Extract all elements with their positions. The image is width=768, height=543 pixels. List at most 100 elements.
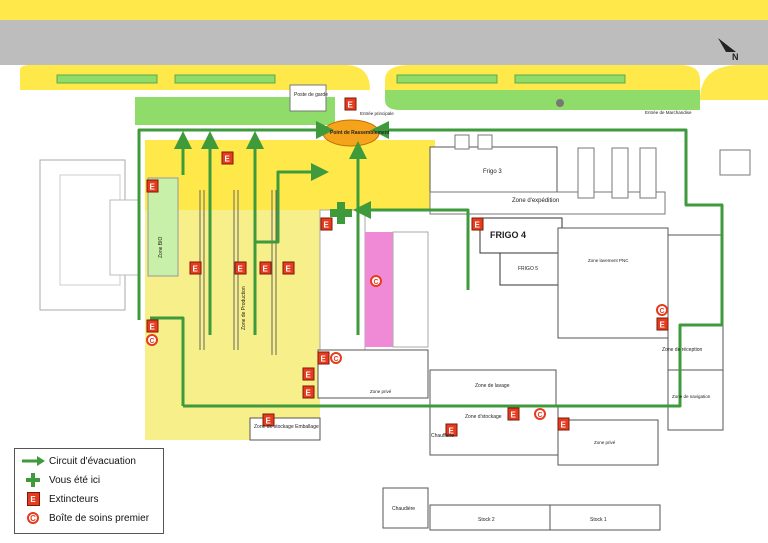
svg-text:E: E — [193, 265, 199, 274]
extinguisher-icon: E — [507, 407, 520, 421]
label-zone-reception: Zone de réception — [662, 347, 703, 353]
boiler-room — [382, 487, 429, 529]
road — [0, 20, 768, 65]
legend-item-evacuation: Circuit d'évacuation — [21, 453, 136, 469]
svg-text:E: E — [321, 355, 327, 364]
extinguisher-icon: E — [282, 261, 295, 275]
legend: Circuit d'évacuation Vous été ici E Exti… — [14, 448, 164, 534]
label-poste-garde: Poste de garde — [294, 92, 328, 98]
extinguisher-icon: E — [445, 423, 458, 437]
svg-text:C: C — [538, 412, 543, 419]
svg-text:E: E — [348, 101, 354, 110]
legend-item-you-are-here: Vous été ici — [21, 472, 100, 488]
label-zone-expedition: Zone d'expédition — [512, 198, 559, 204]
svg-text:E: E — [660, 321, 666, 330]
navigation-zone — [667, 369, 724, 431]
svg-text:E: E — [475, 221, 481, 230]
svg-text:E: E — [286, 265, 292, 274]
evacuation-route — [255, 163, 329, 244]
label-frigo5: FRIGO 5 — [518, 266, 538, 272]
label-entree-marchandise: Entrée de Marchandise — [645, 110, 692, 115]
compass-label: N — [732, 52, 739, 62]
svg-text:E: E — [266, 417, 272, 426]
extinguisher-icon: E — [189, 261, 202, 275]
svg-text:E: E — [150, 183, 156, 192]
label-zone-pnc: Zone lavement PNC — [588, 258, 629, 263]
label-chaudiere: Chaudière — [392, 506, 415, 512]
stock-1 — [549, 504, 661, 531]
extinguisher-icon: E — [234, 261, 247, 275]
grass-strip — [56, 74, 158, 84]
grass-strip — [514, 74, 626, 84]
extinguisher-icon: E — [302, 385, 315, 399]
extinguisher-icon: E — [344, 97, 357, 111]
label-zone-privee-2: Zone privé — [594, 440, 616, 445]
label-chaufferie: Chaufferie — [431, 433, 454, 439]
extinguisher-icon: E — [262, 413, 275, 427]
extinguisher-icon: E — [26, 492, 40, 506]
evacuation-route — [137, 121, 334, 320]
svg-text:E: E — [150, 323, 156, 332]
frigo-5 — [499, 252, 561, 286]
legend-item-first-aid: C Boîte de soins premier — [21, 510, 149, 526]
pink-zone — [365, 232, 393, 347]
svg-text:E: E — [238, 265, 244, 274]
label-zone-stockage: Zone d'stockage — [465, 414, 502, 420]
label-zone-lavage: Zone de lavage — [475, 383, 510, 389]
first-aid-icon: C — [330, 352, 342, 364]
legend-label: Boîte de soins premier — [49, 512, 150, 524]
first-aid-icon: C — [534, 408, 546, 420]
svg-text:E: E — [449, 427, 455, 436]
svg-text:E: E — [225, 155, 231, 164]
washing-zone — [429, 369, 557, 406]
first-aid-icon: C — [656, 304, 668, 316]
legend-label: Circuit d'évacuation — [49, 455, 136, 467]
label-zone-stockage-emballage: Zone de stockage Emballage — [254, 424, 319, 430]
legend-label: Extincteurs — [49, 493, 99, 505]
label-frigo3: Frigo 3 — [483, 169, 502, 175]
label-zone-production: Zone de Production — [241, 286, 247, 330]
label-frigo4: FRIGO 4 — [490, 230, 526, 240]
building-outline — [109, 199, 139, 276]
extinguisher-icon: E — [302, 367, 315, 381]
zone-bio — [147, 177, 179, 277]
extinguisher-icon: E — [656, 317, 669, 331]
svg-text:C: C — [660, 308, 665, 315]
extinguisher-icon: E — [259, 261, 272, 275]
extinguisher-icon: E — [557, 417, 570, 431]
svg-text:E: E — [263, 265, 269, 274]
label-entree-principale: Entrée principale — [360, 111, 394, 116]
extinguisher-icon: E — [320, 217, 333, 231]
stock-2 — [429, 504, 551, 531]
legend-label: Vous été ici — [49, 474, 101, 486]
grass-strip — [396, 74, 498, 84]
first-aid-icon: C — [27, 512, 39, 524]
extinguisher-icon: E — [146, 319, 159, 333]
road-marking-far-right — [700, 65, 768, 100]
green-arrow-icon — [21, 454, 45, 468]
svg-text:E: E — [324, 221, 330, 230]
svg-text:E: E — [306, 371, 312, 380]
evacuation-route — [183, 121, 724, 408]
pnc-zone — [557, 227, 669, 339]
label-zone-privee: Zone privé — [370, 389, 392, 394]
svg-text:E: E — [511, 411, 517, 420]
extinguisher-icon: E — [471, 217, 484, 231]
reception-zone — [667, 234, 724, 371]
svg-text:C: C — [334, 356, 339, 363]
first-aid-icon: C — [146, 334, 158, 346]
road-top — [0, 0, 768, 20]
extinguisher-icon: E — [221, 151, 234, 165]
svg-text:C: C — [374, 279, 379, 286]
label-point-rassemblement: Point de Rassemblement — [330, 130, 390, 136]
label-stock2: Stock 2 — [478, 517, 495, 523]
extinguisher-icon: E — [317, 351, 330, 365]
first-aid-markers: C C C C C — [146, 275, 668, 420]
svg-text:C: C — [150, 338, 155, 345]
north-arrow-icon: N — [718, 38, 739, 62]
green-cross-icon — [21, 473, 45, 487]
grass-strip — [174, 74, 276, 84]
private-zone-right — [557, 419, 659, 466]
svg-text:E: E — [306, 389, 312, 398]
